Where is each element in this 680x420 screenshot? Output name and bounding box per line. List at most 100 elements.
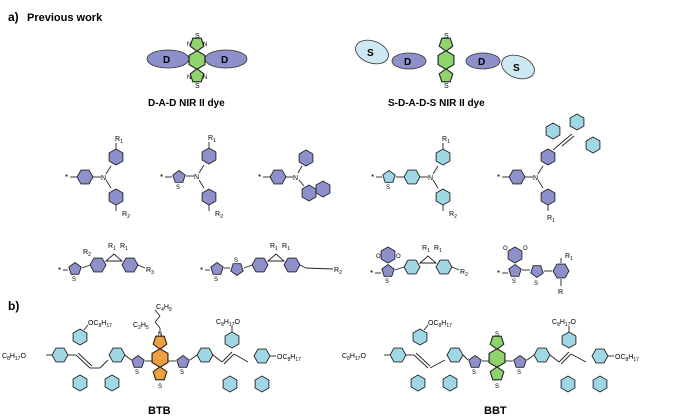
thiophene-ring-icon: [382, 170, 396, 183]
core-s-top: S: [495, 332, 499, 338]
core-s: S: [158, 384, 162, 390]
alkoxy-right: OC8H17: [277, 354, 301, 363]
dioxane-ring-icon: [380, 246, 396, 264]
core-s-top: S: [444, 33, 449, 40]
r1-label: R1: [270, 243, 278, 252]
r2-label: R2: [215, 211, 223, 220]
alkoxy-top-right: C8H17O: [216, 319, 240, 328]
attach-star: *: [370, 269, 373, 278]
donor-structure-7: * S S R1 R1 R2: [200, 243, 342, 283]
phenyl-ring-icon: [49, 344, 71, 366]
phenyl-ring-icon: [569, 113, 585, 131]
donor-ellipse-right-2: [465, 52, 501, 70]
donor-ellipse-left-2: [391, 52, 427, 70]
core-n-4: N: [203, 75, 207, 81]
r1-label: R1: [434, 245, 442, 254]
phenyl-ring-icon: [592, 375, 608, 393]
s-atom: S: [386, 185, 390, 191]
attach-star: *: [258, 173, 261, 182]
phenyl-ring-icon: [251, 345, 273, 367]
panel-a-tag: a): [8, 10, 19, 24]
benzothiadiazole-core-icon: S S: [488, 332, 506, 390]
phenyl-ring-icon: [550, 260, 572, 282]
attach-star: *: [58, 266, 61, 275]
r1-label: R1: [208, 135, 216, 144]
s-atom: S: [214, 277, 218, 283]
dioxane-ring-icon: [507, 246, 523, 264]
phenyl-ring-icon: [267, 166, 289, 188]
phenyl-ring-icon: [433, 256, 455, 278]
alkoxy-top-left: OC8H17: [88, 320, 112, 329]
attach-star: *: [371, 173, 374, 182]
donor-structure-4: * S N R1 R2: [371, 136, 457, 220]
s-atom: S: [472, 370, 476, 376]
alkyl-c4h9: C4H9: [156, 304, 172, 313]
phenyl-ring-icon: [301, 184, 317, 202]
s-atom: S: [176, 185, 180, 191]
core-s-bottom: S: [495, 384, 499, 390]
n-atom: N: [428, 175, 433, 182]
phenyl-ring-icon: [72, 328, 88, 346]
shield-ellipse-left: [355, 39, 389, 65]
core-n-3: N: [187, 75, 191, 81]
attach-star: *: [497, 173, 500, 182]
dad-caption: D-A-D NIR II dye: [148, 98, 225, 109]
n-atom: N: [533, 175, 538, 182]
donor-label-right: D: [221, 55, 228, 66]
benzothiadiazole-core-icon: S S: [437, 33, 455, 90]
alkoxy-right: OC8H17: [615, 354, 639, 363]
panel-b-tag: b): [8, 299, 19, 313]
phenyl-ring-icon: [540, 188, 556, 206]
alkoxy-left: C8H17O: [2, 353, 26, 362]
r2-label: R2: [449, 211, 457, 220]
s-atom: S: [512, 279, 516, 285]
btb-label: BTB: [148, 405, 171, 417]
phenyl-ring-icon: [249, 254, 271, 276]
r1-label: R1: [115, 136, 123, 145]
phenyl-ring-icon: [119, 254, 141, 276]
phenyl-ring-icon: [74, 166, 96, 188]
phenyl-ring-icon: [585, 136, 601, 154]
bbt-molecule: C8H17O OC8H17 S S S S C8H1: [342, 319, 639, 393]
panel-a-title: Previous work: [27, 12, 103, 24]
alkoxy-top-right: C8H17O: [552, 319, 576, 328]
r2-label: R2: [334, 267, 342, 276]
core-s-top: S: [195, 33, 200, 40]
o-atom: O: [523, 246, 528, 252]
phenyl-ring-icon: [224, 331, 240, 349]
sdads-caption: S-D-A-D-S NIR II dye: [388, 98, 485, 109]
shield-ellipse-right: [501, 54, 535, 80]
phenyl-ring-icon: [531, 344, 553, 366]
r1-label: R1: [282, 243, 290, 252]
thiophene-ring-icon: [210, 262, 224, 275]
benzothiadiazole-core-icon: S S N N N N: [187, 33, 207, 90]
core-n-2: N: [203, 42, 207, 48]
thiophene-ring-icon: [176, 355, 190, 368]
thiophene-ring-icon: [131, 355, 145, 368]
phenyl-ring-icon: [387, 344, 409, 366]
donor-structure-2: * S N R1 R2: [160, 135, 223, 220]
s-atom: S: [135, 370, 139, 376]
phenyl-ring-icon: [298, 149, 314, 167]
r2-label: R2: [83, 249, 91, 258]
thiophene-ring-icon: [68, 262, 82, 275]
btb-molecule: C8H17O OC8H17 S N S C2H5 C4H9: [2, 304, 301, 393]
phenyl-ring-icon: [435, 148, 451, 166]
donor-structure-8: * S O O R1 R1 R2: [370, 245, 468, 285]
donor-structure-9: * S O O S R1 R: [497, 246, 573, 296]
r1-label: R1: [422, 245, 430, 254]
phenyl-ring-icon: [540, 148, 556, 166]
donor-structure-5: * N R1: [497, 113, 601, 224]
s-atom: S: [234, 258, 238, 264]
phenyl-ring-icon: [401, 256, 423, 278]
sdads-scheme: S D D S S S S-D-A-D-S NIR II dye: [355, 33, 535, 109]
phenyl-ring-icon: [506, 166, 528, 188]
donor-label-left-2: D: [404, 57, 411, 68]
r1-label: R1: [565, 253, 573, 262]
phenyl-ring-icon: [412, 328, 428, 346]
phenyl-ring-icon: [254, 375, 270, 393]
core-n: N: [158, 332, 162, 338]
phenyl-ring-icon: [561, 331, 577, 349]
r3-label: R3: [146, 267, 154, 276]
thiophene-ring-icon: [381, 264, 395, 277]
